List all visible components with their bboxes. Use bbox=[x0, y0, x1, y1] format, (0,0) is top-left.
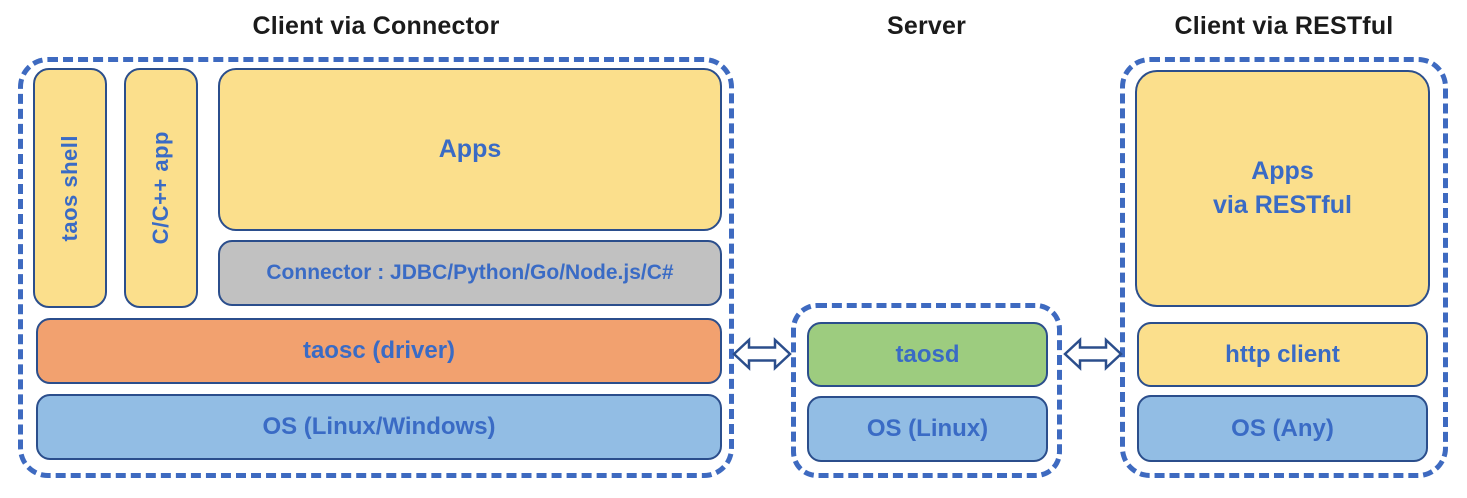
left-double-arrow-icon bbox=[732, 337, 792, 371]
os-any-box: OS (Any) bbox=[1137, 395, 1428, 462]
client-connector-title: Client via Connector bbox=[252, 12, 500, 40]
os-linux-windows-box: OS (Linux/Windows) bbox=[36, 394, 722, 460]
http-client-label: http client bbox=[1225, 340, 1340, 368]
os-linux-label: OS (Linux) bbox=[866, 415, 989, 442]
client-restful-title: Client via RESTful bbox=[1174, 12, 1394, 40]
taosd-label: taosd bbox=[895, 340, 960, 368]
taos-shell-box: taos shell bbox=[33, 68, 107, 308]
cpp-app-box: C/C++ app bbox=[124, 68, 198, 308]
taos-shell-label: taos shell bbox=[57, 134, 82, 242]
connector-box: Connector : JDBC/Python/Go/Node.js/C# bbox=[218, 240, 722, 306]
os-linux-windows-label: OS (Linux/Windows) bbox=[262, 413, 496, 440]
os-linux-box: OS (Linux) bbox=[807, 396, 1048, 462]
apps-label: Apps bbox=[438, 135, 502, 163]
right-double-arrow-icon bbox=[1063, 337, 1123, 371]
client-connector-group bbox=[18, 57, 734, 478]
taosc-driver-box: taosc (driver) bbox=[36, 318, 722, 384]
server-group bbox=[791, 303, 1062, 478]
http-client-box: http client bbox=[1137, 322, 1428, 387]
apps-via-restful-box: Apps via RESTful bbox=[1135, 70, 1430, 307]
cpp-app-label: C/C++ app bbox=[148, 131, 173, 245]
client-restful-group bbox=[1120, 57, 1448, 478]
taosc-driver-label: taosc (driver) bbox=[302, 337, 456, 364]
taosd-box: taosd bbox=[807, 322, 1048, 387]
apps-box: Apps bbox=[218, 68, 722, 231]
apps-via-restful-label: Apps via RESTful bbox=[1213, 156, 1352, 219]
server-title: Server bbox=[886, 12, 967, 40]
connector-label: Connector : JDBC/Python/Go/Node.js/C# bbox=[266, 261, 674, 284]
os-any-label: OS (Any) bbox=[1231, 414, 1334, 442]
